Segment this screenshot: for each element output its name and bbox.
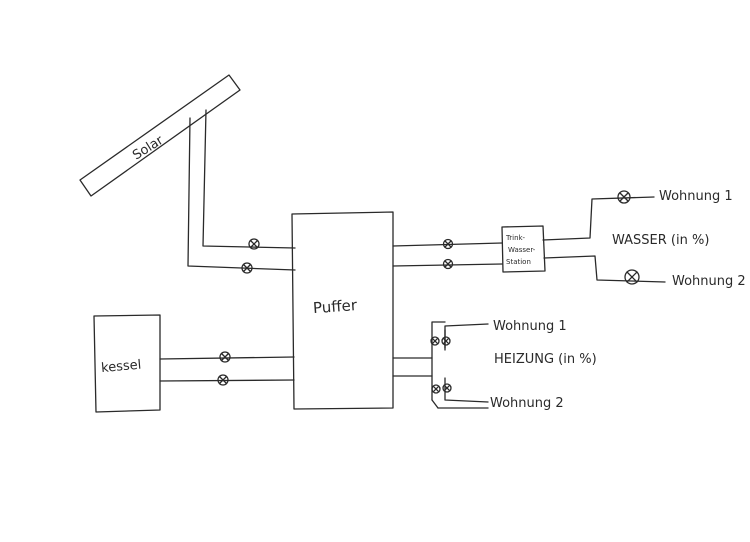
solar-pipes xyxy=(187,109,296,271)
valve-icon xyxy=(442,258,454,270)
puffer-outline xyxy=(291,211,394,410)
solar-label: Solar xyxy=(130,133,167,164)
water-line-apartment-2 xyxy=(543,255,666,283)
station-label-line3: Station xyxy=(506,258,531,266)
valve-icon xyxy=(430,336,440,346)
heating-title: HEIZUNG (in %) xyxy=(494,352,597,367)
solar-pipe-return xyxy=(187,117,296,271)
valve-icon xyxy=(442,238,454,250)
kessel-pipe-return xyxy=(159,379,295,382)
station-pipes xyxy=(392,242,503,267)
water-apartment-2-label: Wohnung 2 xyxy=(672,274,746,289)
solar-pipe-flow xyxy=(202,109,296,249)
puffer-label: Puffer xyxy=(312,296,358,317)
valves xyxy=(217,190,640,394)
solar-panel-outline xyxy=(79,74,241,197)
water-apartment-1-label: Wohnung 1 xyxy=(659,189,733,204)
valve-icon xyxy=(241,262,253,274)
solar-collector: Solar xyxy=(79,74,241,197)
valve-icon xyxy=(624,269,640,285)
valve-icon xyxy=(219,351,231,363)
heating-line-apartment-1-upper xyxy=(444,323,489,349)
station-label-line1: Trink- xyxy=(505,234,526,242)
kessel-pipe-flow xyxy=(159,356,295,360)
water-title: WASSER (in %) xyxy=(612,233,709,248)
puffer-tank: Puffer xyxy=(291,211,394,410)
kessel-outline xyxy=(93,314,161,413)
valve-icon xyxy=(431,384,441,394)
heating-manifold-corner xyxy=(431,399,439,409)
kessel-boiler: kessel xyxy=(93,314,161,413)
valve-icon xyxy=(217,374,229,386)
kessel-pipes xyxy=(159,356,295,382)
water-distribution: Wohnung 1 Wohnung 2 WASSER (in %) xyxy=(542,189,746,289)
drinking-water-station: Trink- Wasser- Station xyxy=(501,225,546,273)
valve-icon xyxy=(248,238,260,250)
valve-icon xyxy=(617,190,631,204)
heating-line-apartment-2-lower xyxy=(444,377,489,403)
kessel-label: kessel xyxy=(101,358,142,376)
heating-apartment-2-label: Wohnung 2 xyxy=(490,396,564,411)
station-outline xyxy=(501,225,546,273)
valve-icon xyxy=(442,383,452,393)
station-label-line2: Wasser- xyxy=(508,246,536,254)
valve-icon xyxy=(441,336,451,346)
heating-manifold-left xyxy=(431,321,446,401)
heating-apartment-1-label: Wohnung 1 xyxy=(493,319,567,334)
heating-distribution: Wohnung 1 Wohnung 2 HEIZUNG (in %) xyxy=(392,319,597,411)
